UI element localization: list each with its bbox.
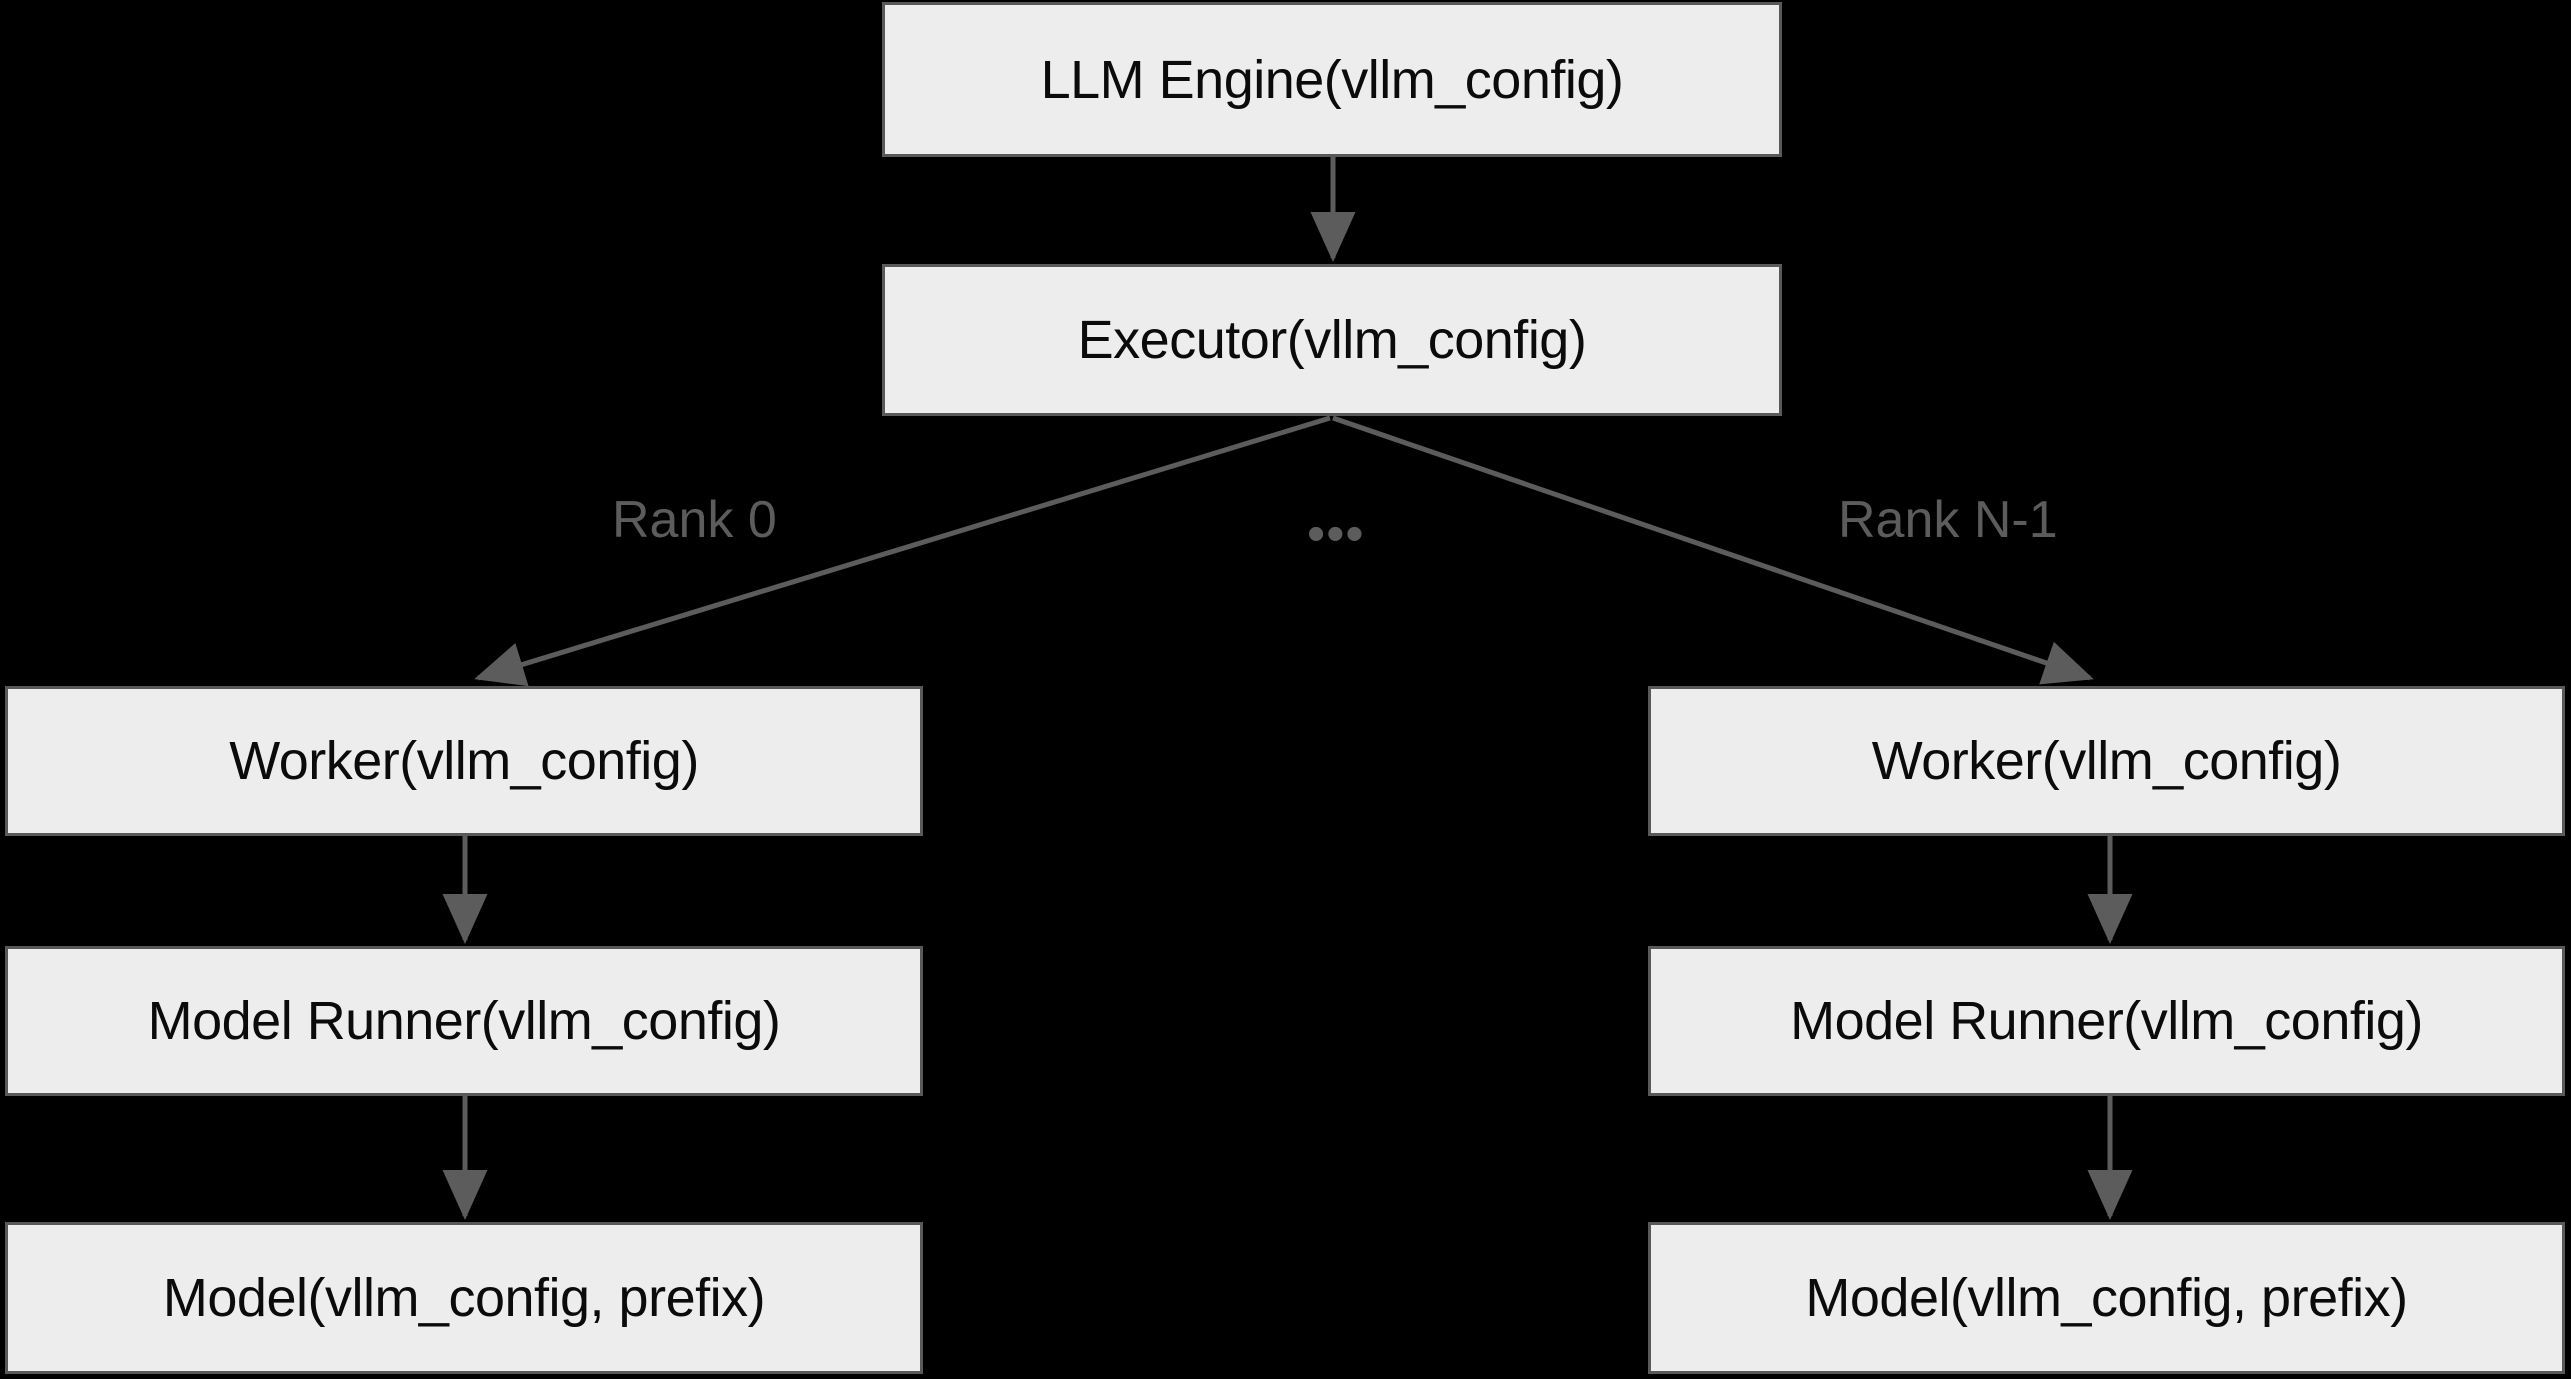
node-worker-rankn[interactable]: Worker(vllm_config) xyxy=(1648,686,2565,836)
edge-label-ellipsis: ••• xyxy=(1307,505,1365,563)
node-model-runner-rankn-label: Model Runner(vllm_config) xyxy=(1790,991,2423,1051)
node-llm-engine-label: LLM Engine(vllm_config) xyxy=(1040,49,1624,110)
node-llm-engine[interactable]: LLM Engine(vllm_config) xyxy=(882,2,1782,157)
node-model-rank0[interactable]: Model(vllm_config, prefix) xyxy=(5,1222,923,1374)
node-worker-rankn-label: Worker(vllm_config) xyxy=(1871,731,2342,791)
node-model-rankn-label: Model(vllm_config, prefix) xyxy=(1805,1268,2408,1328)
edge-label-rank-0: Rank 0 xyxy=(612,491,777,549)
edge-label-rank-n-minus-1: Rank N-1 xyxy=(1838,491,2058,549)
node-worker-rank0-label: Worker(vllm_config) xyxy=(229,731,699,791)
edge-executor-to-worker-rank0 xyxy=(474,415,1331,687)
node-worker-rank0[interactable]: Worker(vllm_config) xyxy=(5,686,923,836)
node-model-rank0-label: Model(vllm_config, prefix) xyxy=(162,1268,766,1328)
node-model-rankn[interactable]: Model(vllm_config, prefix) xyxy=(1648,1222,2565,1374)
node-model-runner-rank0-label: Model Runner(vllm_config) xyxy=(147,991,781,1051)
node-executor-label: Executor(vllm_config) xyxy=(1077,310,1587,370)
node-executor[interactable]: Executor(vllm_config) xyxy=(882,264,1782,416)
node-model-runner-rank0[interactable]: Model Runner(vllm_config) xyxy=(5,946,923,1096)
node-model-runner-rankn[interactable]: Model Runner(vllm_config) xyxy=(1648,946,2565,1096)
